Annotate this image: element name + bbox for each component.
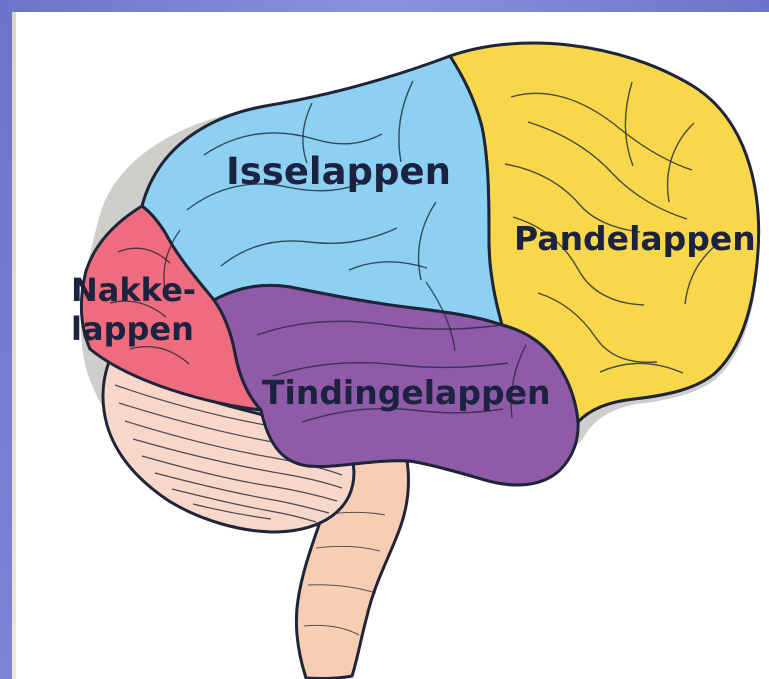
slide-top-bar [0, 0, 769, 12]
label-tindingelappen: Tindingelappen [262, 373, 550, 412]
diagram-canvas: Isselappen Pandelappen Nakke- lappen Tin… [16, 12, 769, 679]
slide-left-bar [0, 0, 12, 679]
label-isselappen: Isselappen [226, 150, 451, 193]
label-pandelappen: Pandelappen [514, 219, 756, 258]
brain-diagram: Isselappen Pandelappen Nakke- lappen Tin… [16, 12, 769, 679]
label-nakkelappen-line1: Nakke- [71, 271, 196, 309]
label-nakkelappen-line2: lappen [71, 310, 194, 348]
